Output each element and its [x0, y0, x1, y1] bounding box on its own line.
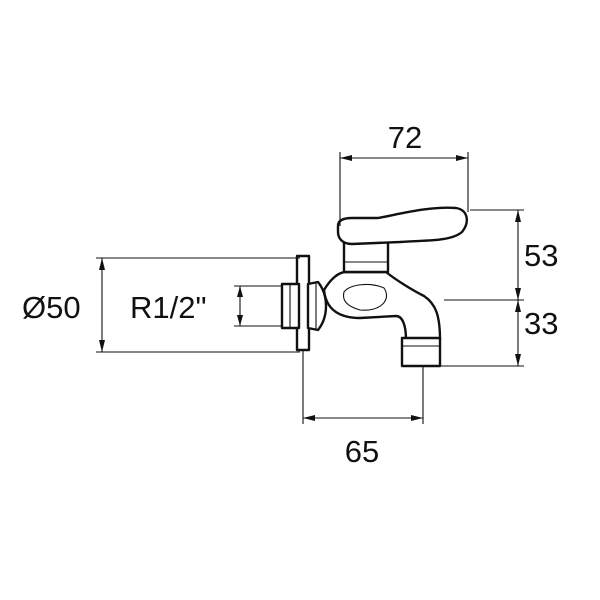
dimension-upper-height: 53 — [444, 209, 558, 301]
hex-nut — [306, 280, 328, 332]
spout-outlet — [400, 336, 442, 368]
dimension-bottom-width: 65 — [302, 366, 424, 469]
dimension-top-width: 72 — [339, 120, 469, 226]
dimension-flange-diameter-label: Ø50 — [22, 290, 81, 325]
dimension-thread-size-label: R1/2" — [130, 290, 207, 325]
dimension-flange-diameter: Ø50 — [22, 257, 300, 353]
dimension-upper-height-label: 53 — [524, 238, 558, 273]
body-inner-contour — [342, 283, 387, 311]
dimension-lower-height-label: 33 — [524, 306, 558, 341]
dimension-top-width-label: 72 — [388, 120, 422, 155]
faucet-body — [322, 270, 442, 342]
lever-handle — [336, 206, 468, 246]
dimension-bottom-width-label: 65 — [345, 434, 379, 469]
dimension-thread-size: R1/2" — [130, 285, 282, 327]
dimension-lower-height: 33 — [440, 300, 558, 367]
